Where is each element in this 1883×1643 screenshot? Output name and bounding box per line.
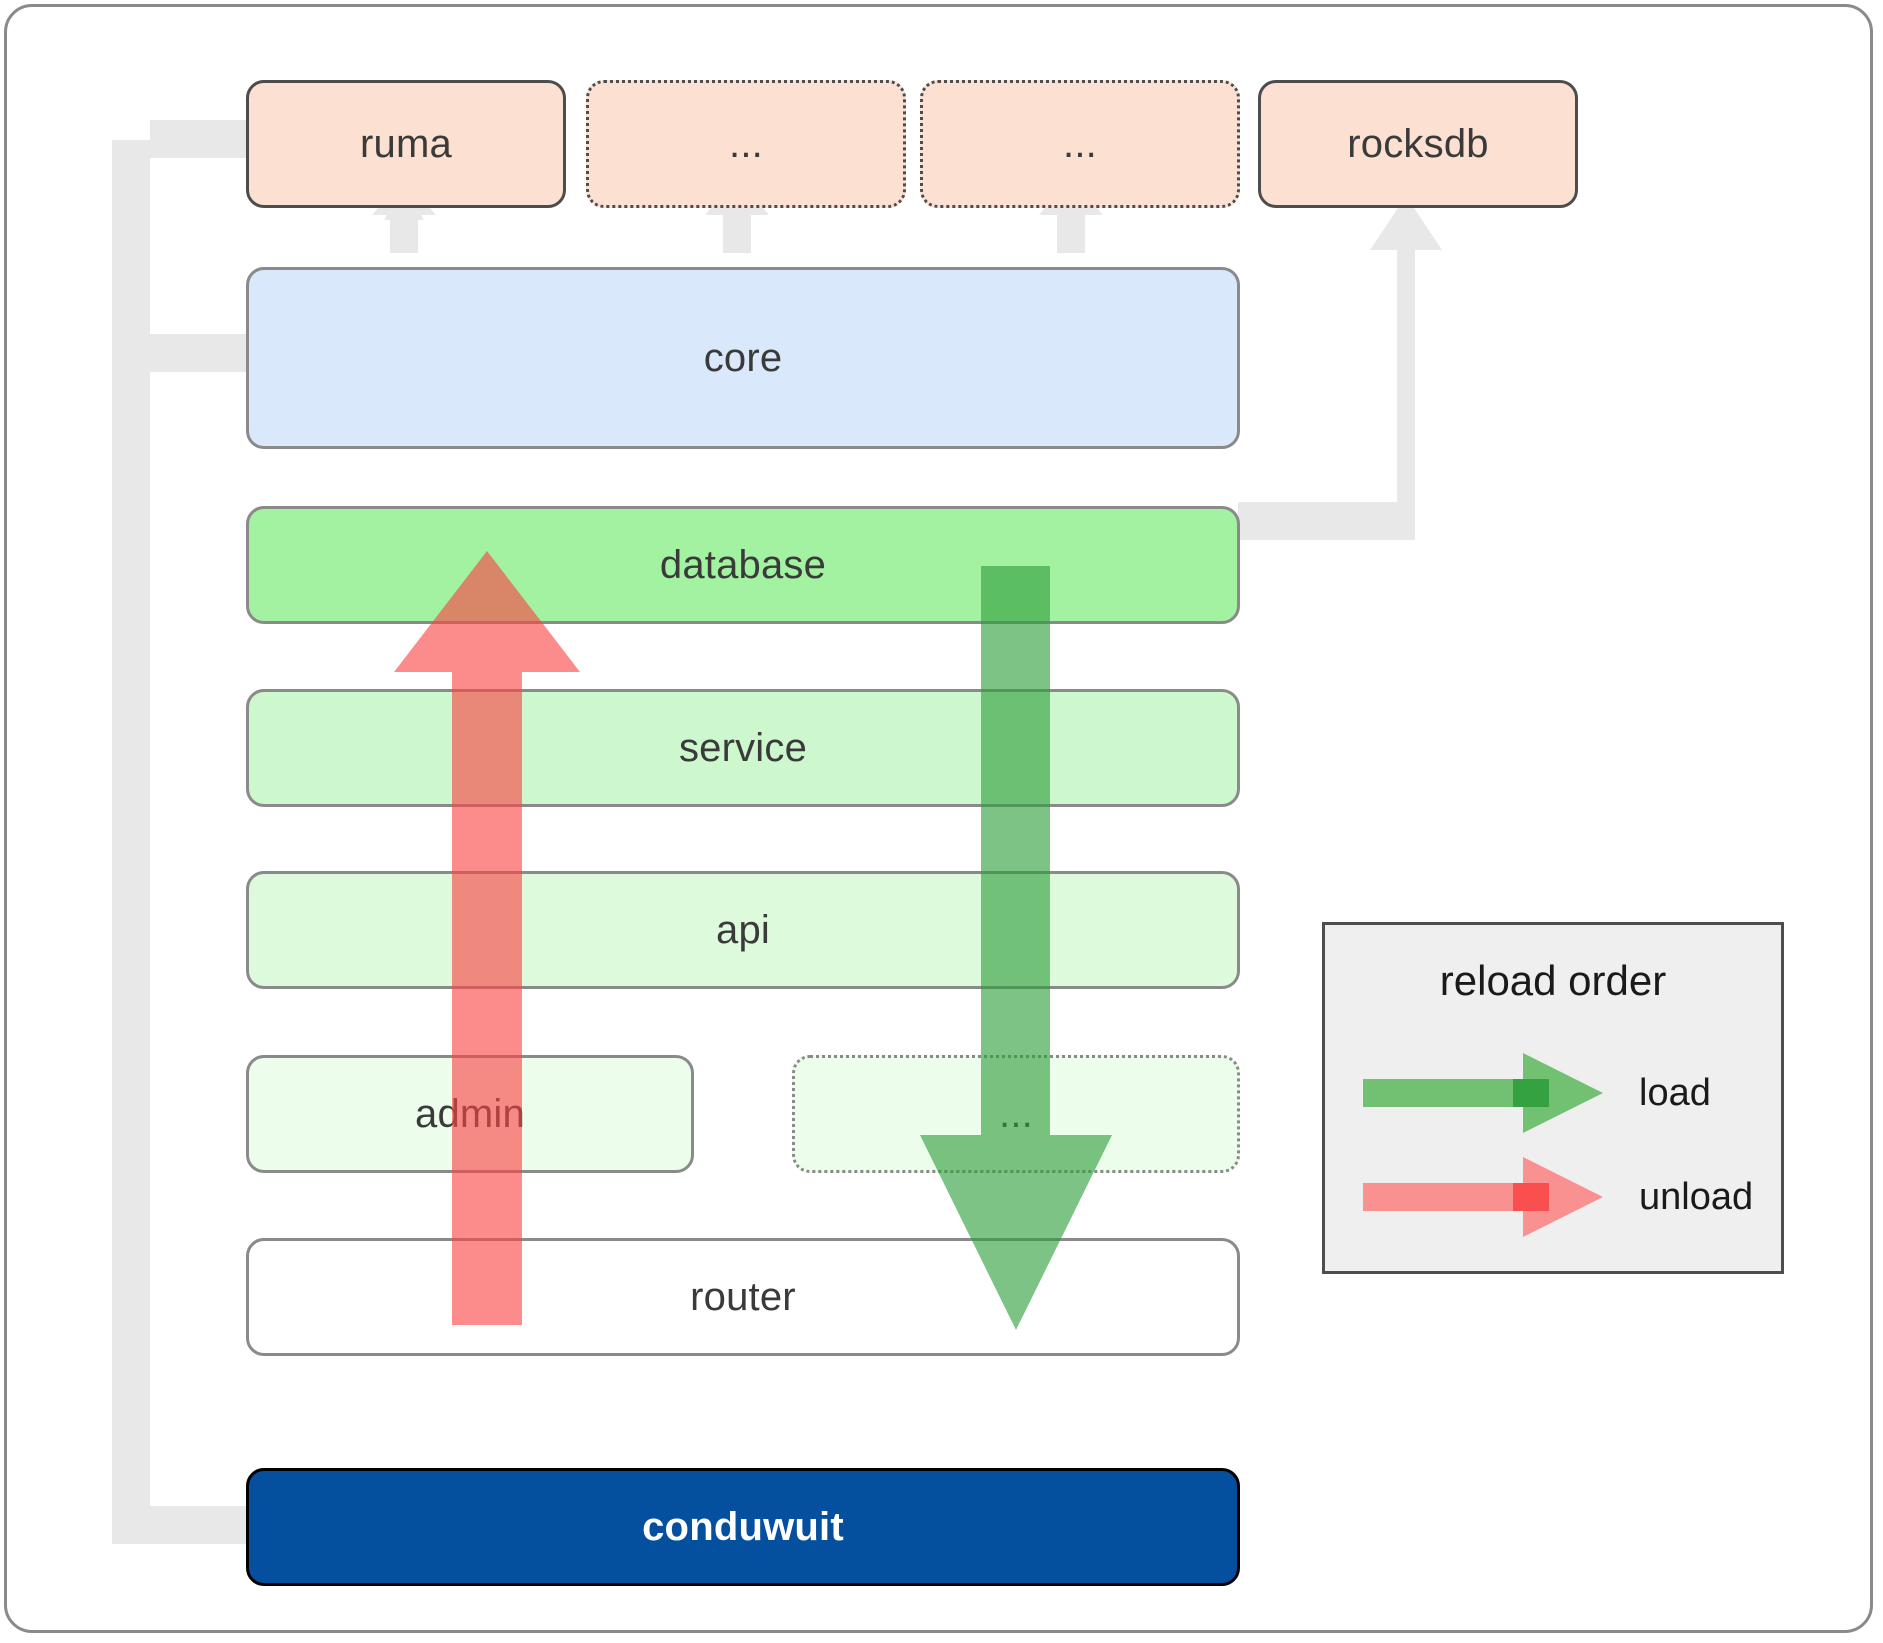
legend-label-load: load — [1639, 1071, 1711, 1114]
legend-row-load: load — [1325, 1053, 1781, 1133]
dependency-box-more-2[interactable]: ... — [920, 80, 1240, 208]
application-box-conduwuit[interactable]: conduwuit — [246, 1468, 1240, 1586]
layer-label-admin: admin — [415, 1091, 525, 1136]
layer-label-service: service — [678, 725, 808, 770]
layer-box-admin[interactable]: admin — [246, 1055, 694, 1173]
legend-swatch-unload — [1363, 1157, 1603, 1237]
dependency-box-ruma[interactable]: ruma — [246, 80, 566, 208]
dependency-label-more-2: ... — [1063, 121, 1097, 166]
layer-label-more: ... — [999, 1091, 1033, 1136]
legend-label-unload: unload — [1639, 1175, 1754, 1218]
legend-panel: reload order load unload — [1322, 922, 1784, 1274]
layer-box-database[interactable]: database — [246, 506, 1240, 624]
layer-label-router: router — [690, 1274, 796, 1319]
legend-row-unload: unload — [1325, 1157, 1781, 1237]
layer-box-router[interactable]: router — [246, 1238, 1240, 1356]
legend-title: reload order — [1439, 957, 1667, 1004]
layer-box-core[interactable]: core — [246, 267, 1240, 449]
dependency-label-more-1: ... — [729, 121, 763, 166]
layer-label-core: core — [703, 335, 783, 380]
dependency-label-rocksdb: rocksdb — [1347, 121, 1489, 166]
dependency-label-ruma: ruma — [360, 121, 452, 166]
application-label-conduwuit: conduwuit — [642, 1504, 844, 1549]
dependency-box-rocksdb[interactable]: rocksdb — [1258, 80, 1578, 208]
layer-box-service[interactable]: service — [246, 689, 1240, 807]
legend-swatch-load — [1363, 1053, 1603, 1133]
dependency-box-more-1[interactable]: ... — [586, 80, 906, 208]
diagram-frame — [4, 4, 1873, 1633]
layer-box-more[interactable]: ... — [792, 1055, 1240, 1173]
layer-label-api: api — [716, 907, 770, 952]
layer-label-database: database — [659, 542, 827, 587]
layer-box-api[interactable]: api — [246, 871, 1240, 989]
